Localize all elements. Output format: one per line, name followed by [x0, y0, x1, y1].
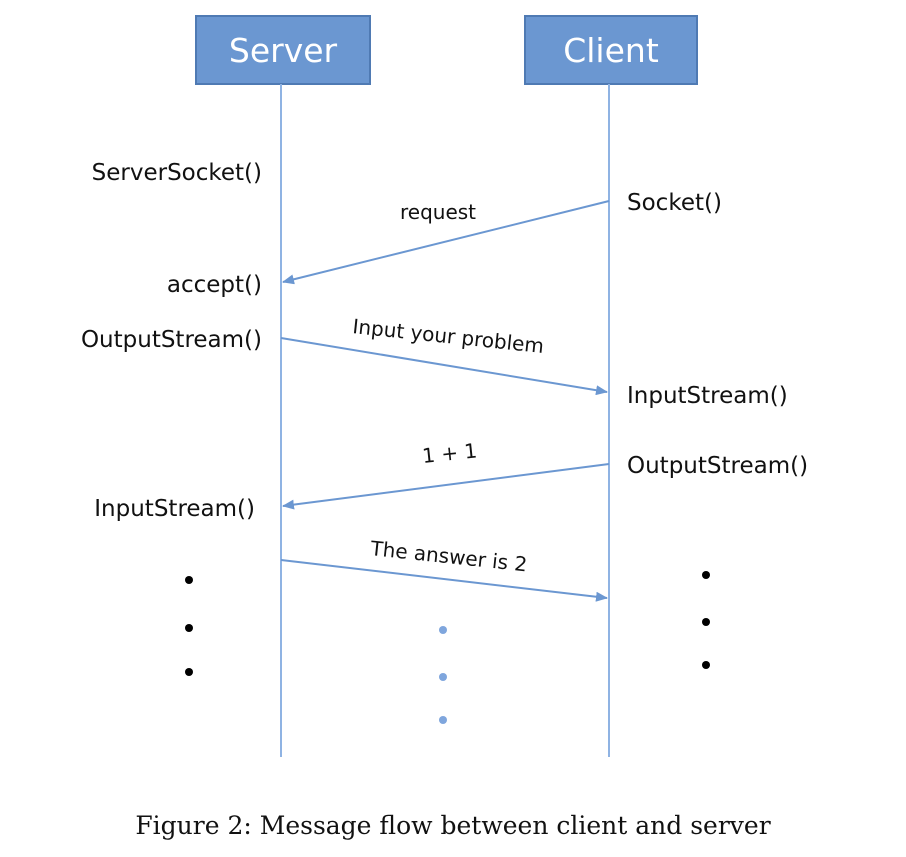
message-label-answer: The answer is 2 [368, 536, 528, 576]
server-box [195, 15, 371, 85]
server-title: Server [229, 31, 338, 70]
client-title: Client [563, 31, 659, 70]
client-box [524, 15, 698, 85]
message-label-request: request [400, 200, 476, 224]
server-label-inputstream: InputStream() [94, 496, 255, 522]
ellipsis-dot [702, 618, 710, 626]
server-label-outputstream: OutputStream() [81, 327, 262, 353]
client-participant: Client [524, 15, 698, 85]
server-label-accept: accept() [167, 272, 262, 298]
message-arrow-input-problem [280, 337, 608, 396]
server-ellipsis [185, 576, 193, 676]
message-arrow-one-plus-one [282, 463, 610, 510]
message-arrow-request [282, 200, 610, 285]
client-label-inputstream: InputStream() [627, 383, 788, 409]
message-label-input-problem: Input your problem [351, 314, 545, 358]
middle-ellipsis [439, 626, 447, 724]
message-label-one-plus-one: 1 + 1 [421, 438, 478, 468]
ellipsis-dot [439, 626, 447, 634]
client-label-socket: Socket() [627, 190, 722, 216]
ellipsis-dot [439, 716, 447, 724]
server-label-serversocket: ServerSocket() [92, 160, 262, 186]
client-ellipsis [702, 571, 710, 669]
server-participant: Server [195, 15, 371, 85]
ellipsis-dot [185, 624, 193, 632]
client-label-outputstream: OutputStream() [627, 453, 808, 479]
ellipsis-dot [185, 576, 193, 584]
ellipsis-dot [185, 668, 193, 676]
ellipsis-dot [439, 673, 447, 681]
figure-caption: Figure 2: Message flow between client an… [135, 811, 770, 840]
ellipsis-dot [702, 571, 710, 579]
ellipsis-dot [702, 661, 710, 669]
message-arrow-answer [280, 559, 608, 602]
